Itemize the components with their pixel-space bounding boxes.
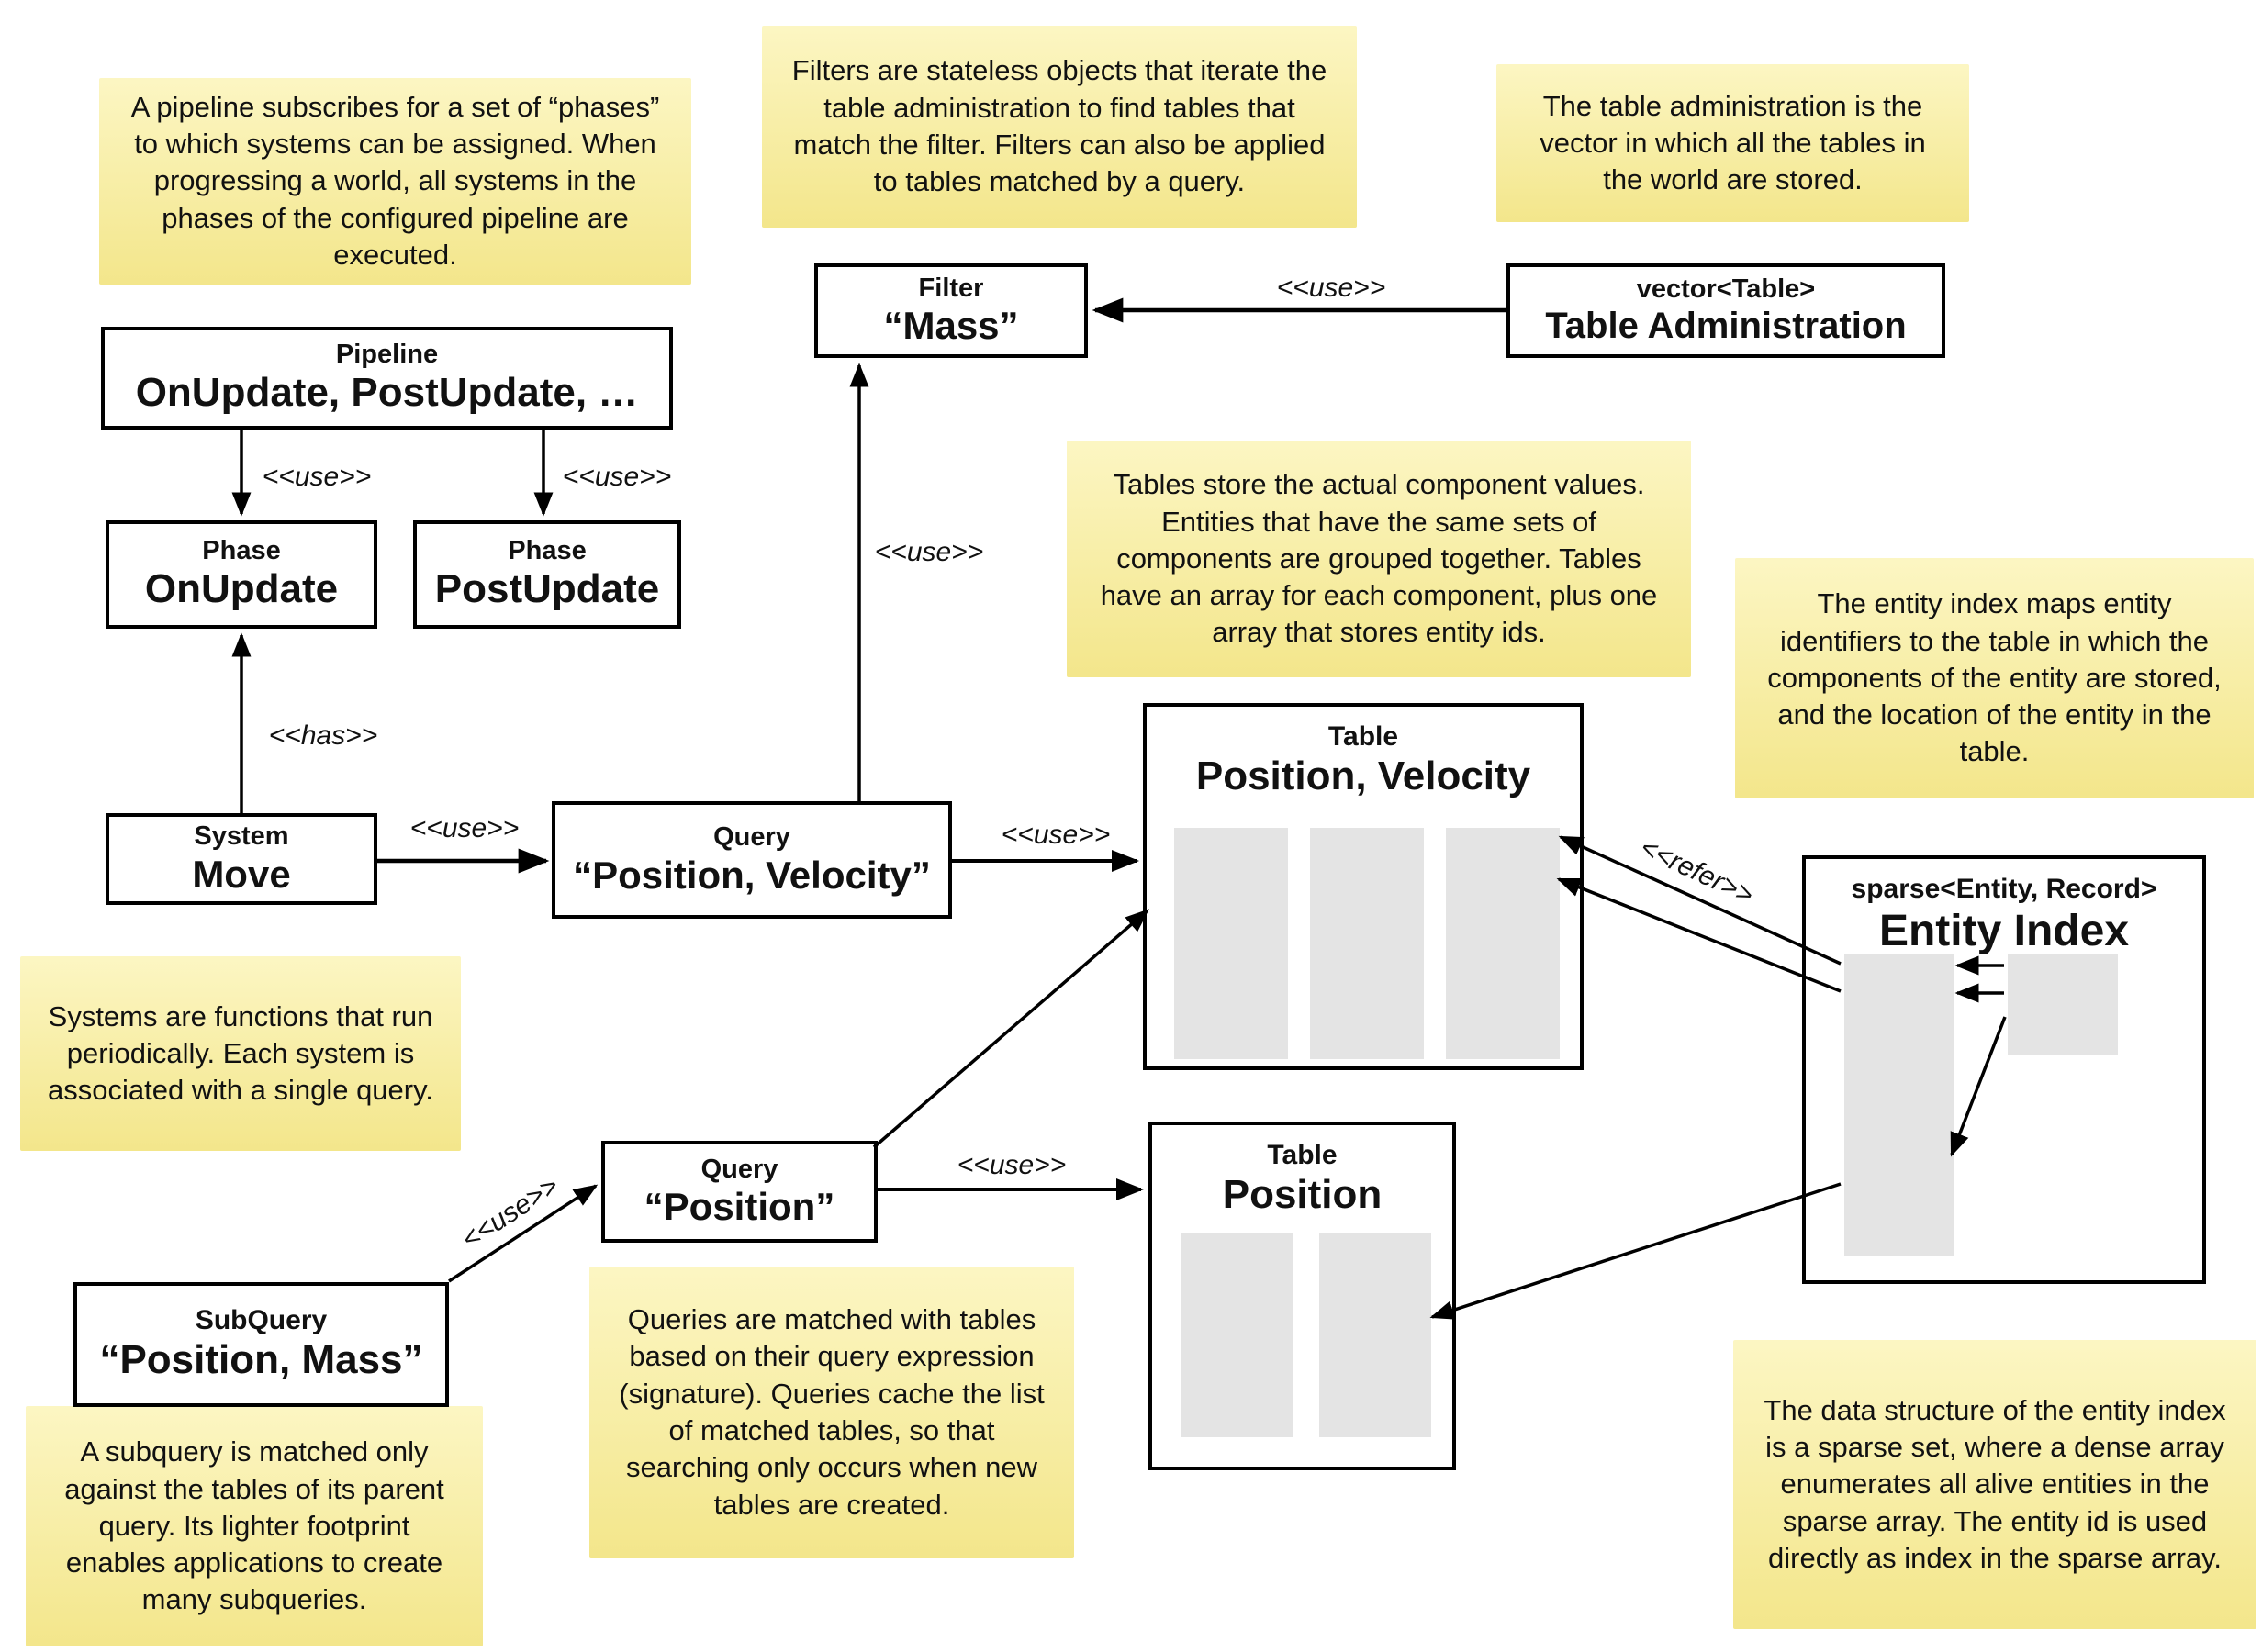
box-phase-postupdate-stereotype: Phase	[508, 536, 587, 566]
box-table-position: Table Position	[1148, 1122, 1456, 1470]
edge-label-use-subquery-queryp: <<use>>	[456, 1170, 565, 1256]
edge-label-use-pipeline-postupdate: <<use>>	[562, 462, 672, 492]
edge-entityindex-refer-tablepv-2	[1556, 877, 1842, 993]
box-query-pv-label: “Position, Velocity”	[573, 853, 931, 897]
box-table-administration: vector<Table> Table Administration	[1506, 263, 1945, 358]
box-table-pv-label: Position, Velocity	[1195, 753, 1531, 798]
box-entity-index-label: Entity Index	[1878, 906, 2130, 955]
edge-label-use-query-filter: <<use>>	[874, 537, 984, 567]
box-filter-stereotype: Filter	[918, 273, 984, 303]
note-table-administration: The table administration is the vector i…	[1496, 64, 1969, 222]
table-pv-column-1	[1174, 828, 1288, 1059]
edge-label-use-system-query: <<use>>	[409, 813, 520, 843]
note-systems-text: Systems are functions that run periodica…	[48, 999, 433, 1107]
box-phase-onupdate-stereotype: Phase	[202, 536, 281, 566]
box-subquery-position-mass: SubQuery “Position, Mass”	[73, 1282, 449, 1407]
box-table-p-label: Position	[1222, 1171, 1383, 1217]
edge-label-use-queryp-tablep: <<use>>	[957, 1150, 1067, 1180]
table-p-column-2	[1319, 1233, 1431, 1437]
entity-index-dense-array	[2008, 954, 2118, 1055]
table-pv-column-3	[1446, 828, 1560, 1059]
note-sparse-set-text: The data structure of the entity index i…	[1764, 1393, 2226, 1574]
box-pipeline-stereotype: Pipeline	[335, 340, 439, 370]
box-table-p-stereotype: Table	[1267, 1140, 1338, 1170]
box-query-position-velocity: Query “Position, Velocity”	[552, 801, 952, 919]
edge-label-use-tableadmin-filter: <<use>>	[1276, 273, 1386, 303]
box-pipeline-label: OnUpdate, PostUpdate, …	[135, 370, 639, 416]
table-pv-column-2	[1310, 828, 1424, 1059]
edge-label-refer-entityindex-tablepv: <<refer>>	[1635, 832, 1758, 911]
box-query-pv-stereotype: Query	[713, 822, 790, 853]
box-system-label: Move	[192, 852, 291, 896]
note-sparse-set: The data structure of the entity index i…	[1733, 1340, 2256, 1629]
table-p-column-1	[1181, 1233, 1293, 1437]
box-phase-onupdate-label: OnUpdate	[144, 566, 339, 612]
box-entity-index-stereotype: sparse<Entity, Record>	[1851, 874, 2157, 904]
box-pipeline: Pipeline OnUpdate, PostUpdate, …	[101, 327, 673, 430]
box-system-move: System Move	[106, 813, 377, 905]
note-subquery: A subquery is matched only against the t…	[26, 1406, 483, 1646]
box-table-pv-stereotype: Table	[1327, 721, 1399, 752]
box-query-position: Query “Position”	[601, 1141, 878, 1243]
note-tables: Tables store the actual component values…	[1067, 441, 1691, 677]
box-table-position-velocity: Table Position, Velocity	[1143, 703, 1584, 1070]
box-subquery-label: “Position, Mass”	[99, 1336, 423, 1382]
note-filters: Filters are stateless objects that itera…	[762, 26, 1357, 228]
note-subquery-text: A subquery is matched only against the t…	[64, 1435, 444, 1616]
box-table-administration-label: Table Administration	[1545, 306, 1907, 347]
note-table-administration-text: The table administration is the vector i…	[1540, 89, 1926, 196]
note-pipeline: A pipeline subscribes for a set of “phas…	[99, 78, 691, 285]
box-filter-label: “Mass”	[883, 304, 1019, 348]
box-entity-index: sparse<Entity, Record> Entity Index	[1802, 855, 2206, 1284]
edge-entityindex-refer-tablep	[1429, 1182, 1842, 1320]
box-table-administration-stereotype: vector<Table>	[1636, 273, 1816, 304]
entity-index-sparse-array	[1844, 954, 1954, 1256]
edge-label-use-query-tablepv: <<use>>	[1001, 820, 1111, 850]
box-query-p-stereotype: Query	[700, 1154, 778, 1184]
note-entity-index: The entity index maps entity identifiers…	[1735, 558, 2254, 798]
box-phase-onupdate: Phase OnUpdate	[106, 520, 377, 629]
note-queries-text: Queries are matched with tables based on…	[619, 1303, 1045, 1521]
note-entity-index-text: The entity index maps entity identifiers…	[1767, 587, 2222, 768]
edge-label-use-pipeline-onupdate: <<use>>	[262, 462, 372, 492]
note-systems: Systems are functions that run periodica…	[20, 956, 461, 1151]
box-phase-postupdate: Phase PostUpdate	[413, 520, 681, 629]
edge-queryp-matches-tablepv	[872, 909, 1149, 1149]
box-phase-postupdate-label: PostUpdate	[434, 566, 660, 612]
edge-label-has-system-phase: <<has>>	[268, 720, 378, 751]
note-filters-text: Filters are stateless objects that itera…	[791, 54, 1327, 198]
box-query-p-label: “Position”	[644, 1185, 835, 1229]
note-pipeline-text: A pipeline subscribes for a set of “phas…	[130, 90, 660, 271]
box-subquery-stereotype: SubQuery	[195, 1305, 328, 1336]
note-tables-text: Tables store the actual component values…	[1100, 468, 1658, 649]
note-queries: Queries are matched with tables based on…	[589, 1267, 1074, 1558]
box-system-stereotype: System	[194, 821, 289, 852]
box-filter-mass: Filter “Mass”	[814, 263, 1088, 358]
